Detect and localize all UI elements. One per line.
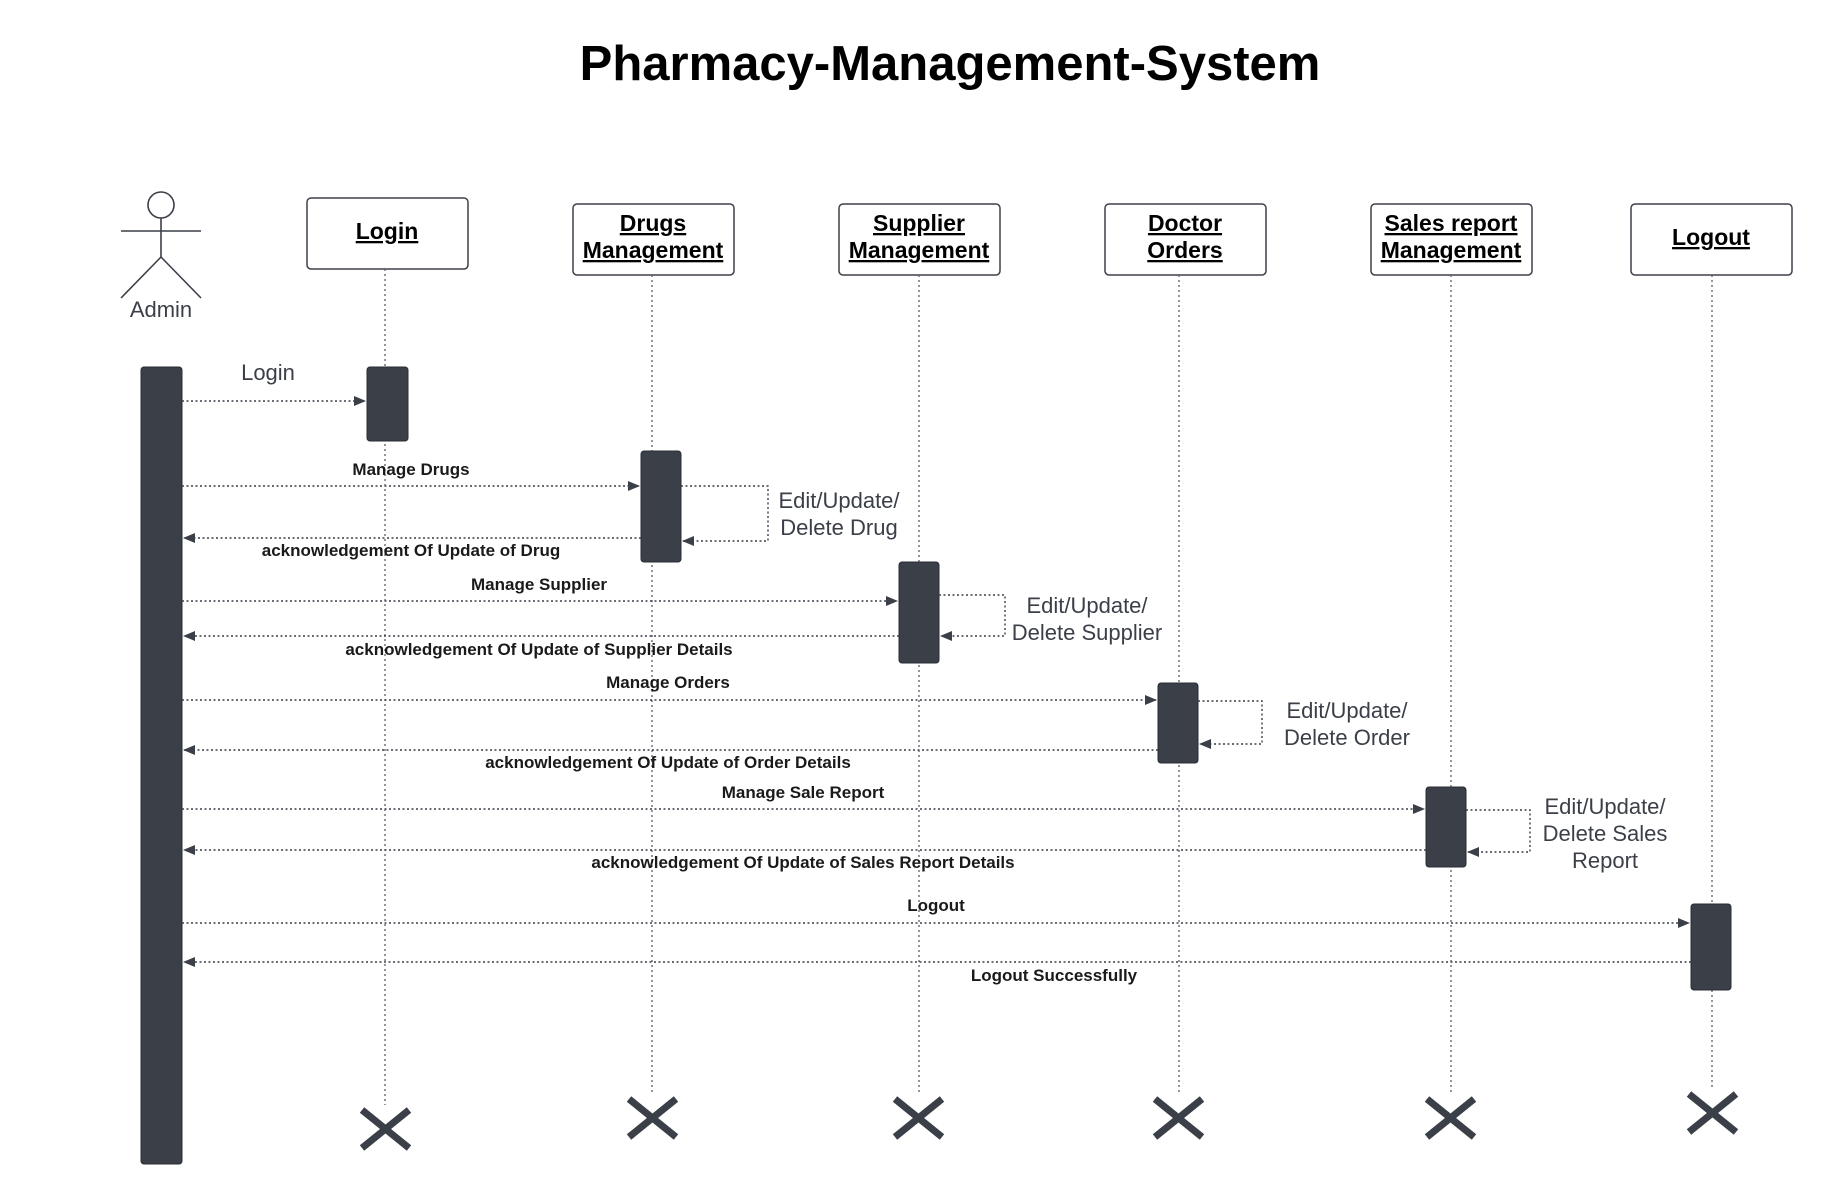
admin-actor: Admin: [120, 191, 202, 322]
self-call-arrow-sales: [1466, 809, 1531, 857]
self-call-label-supplier-line2: Delete Supplier: [1012, 620, 1162, 645]
self-call-label-orders-line2: Delete Order: [1284, 725, 1410, 750]
message-label-manage-supplier: Manage Supplier: [471, 575, 607, 594]
self-call-label-drugs-line2: Delete Drug: [780, 515, 897, 540]
lifeline-header-doctor[interactable]: Doctor Orders: [1104, 203, 1267, 276]
lifeline-label-drugs-line2: Management: [583, 237, 724, 263]
lifeline-header-supplier[interactable]: Supplier Management: [838, 203, 1001, 276]
admin-activation-bar: [140, 366, 183, 1165]
lifeline-label-supplier-line2: Management: [849, 237, 990, 263]
self-call-label-orders-line1: Edit/Update/: [1286, 698, 1408, 723]
lifeline-box-login: [306, 197, 469, 270]
message-label-logout-success: Logout Successfully: [971, 966, 1138, 985]
lifeline-header-login[interactable]: Login: [306, 197, 469, 270]
self-call-label-sales-line1: Edit/Update/: [1544, 794, 1666, 819]
self-call-arrow-supplier: [939, 594, 1006, 641]
lifeline-header-logout[interactable]: Logout: [1630, 203, 1793, 276]
lifeline-label-sales-line1: Sales report: [1385, 210, 1518, 236]
lifeline-box-doctor: [1104, 203, 1267, 276]
lifeline-label-doctor-line1: Doctor: [1148, 210, 1222, 236]
lifeline-header-drugs[interactable]: Drugs Management: [572, 203, 735, 276]
message-label-manage-orders: Manage Orders: [606, 673, 730, 692]
actor-label: Admin: [130, 297, 192, 322]
lifeline-label-sales-line2: Management: [1381, 237, 1522, 263]
message-label-manage-sale-report: Manage Sale Report: [722, 783, 885, 802]
self-call-label-drugs-line1: Edit/Update/: [778, 488, 900, 513]
destroy-icon-doctor: [1152, 1096, 1205, 1140]
lifeline-box-drugs: [572, 203, 735, 276]
destroy-icon-login: [359, 1107, 412, 1151]
message-label-ack-orders: acknowledgement Of Update of Order Detai…: [485, 753, 851, 772]
destroy-icon-logout: [1686, 1091, 1739, 1135]
actor-head-icon: [147, 191, 175, 219]
lifeline-label-login: Login: [356, 218, 419, 244]
message-label-ack-drugs: acknowledgement Of Update of Drug: [262, 541, 560, 560]
message-label-login: Login: [241, 360, 295, 385]
self-call-label-supplier-line1: Edit/Update/: [1026, 593, 1148, 618]
lifeline-label-supplier-line1: Supplier: [873, 210, 965, 236]
activation-login: [366, 366, 409, 442]
message-label-manage-drugs: Manage Drugs: [352, 460, 469, 479]
message-label-ack-supplier: acknowledgement Of Update of Supplier De…: [345, 640, 732, 659]
actor-right-leg-icon: [160, 256, 202, 299]
activation-doctor: [1157, 682, 1199, 764]
destroy-icon-sales: [1424, 1096, 1477, 1140]
diagram-title: Pharmacy-Management-System: [580, 37, 1321, 91]
activation-sales: [1425, 786, 1467, 868]
activation-logout: [1690, 903, 1732, 991]
self-call-arrow-drugs: [681, 485, 769, 546]
message-label-logout: Logout: [907, 896, 965, 915]
activation-drugs: [640, 450, 682, 563]
activation-supplier: [898, 561, 940, 664]
self-call-label-sales-line3: Report: [1572, 848, 1638, 873]
lifeline-label-drugs-line1: Drugs: [620, 210, 686, 236]
destroy-icon-drugs: [626, 1096, 679, 1140]
message-label-ack-sales: acknowledgement Of Update of Sales Repor…: [591, 853, 1014, 872]
self-call-arrow-orders: [1198, 700, 1263, 749]
lifeline-header-sales[interactable]: Sales report Management: [1370, 203, 1533, 276]
lifeline-label-logout: Logout: [1672, 224, 1750, 250]
actor-left-leg-icon: [120, 256, 162, 299]
self-call-label-sales-line2: Delete Sales: [1543, 821, 1668, 846]
destroy-icon-supplier: [892, 1096, 945, 1140]
lifeline-label-doctor-line2: Orders: [1147, 237, 1222, 263]
